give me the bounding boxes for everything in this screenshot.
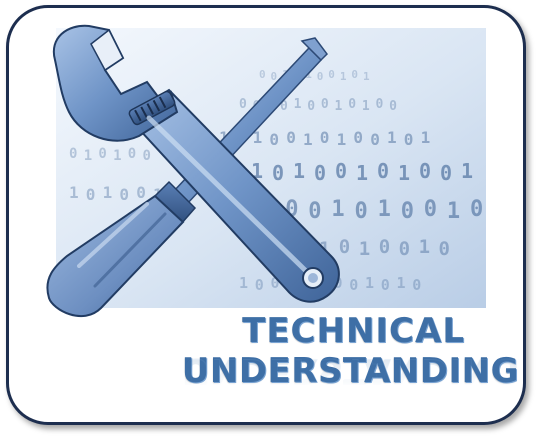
binary-digit: 1 xyxy=(294,97,302,112)
binary-digit: 0 xyxy=(69,146,77,162)
binary-digit: 1 xyxy=(69,183,79,202)
binary-digit: 0 xyxy=(320,128,330,147)
binary-digit: 1 xyxy=(461,159,473,183)
binary-digit: 0 xyxy=(349,276,358,294)
binary-digit: 1 xyxy=(340,70,347,83)
binary-digit: 0 xyxy=(314,161,326,185)
binary-digit: 0 xyxy=(317,70,324,83)
binary-digit: 0 xyxy=(379,236,390,258)
binary-digit: 0 xyxy=(98,146,106,162)
binary-digit: 0 xyxy=(280,99,288,114)
binary-digit: 0 xyxy=(339,236,350,258)
binary-digit: 0 xyxy=(259,68,266,81)
binary-digit: 0 xyxy=(335,159,347,183)
binary-digit: 1 xyxy=(365,274,374,292)
binary-digit: 0 xyxy=(348,97,356,112)
framed-card: 0010100101001010010100101001010010100101… xyxy=(6,5,526,425)
binary-digit: 0 xyxy=(307,99,315,114)
binary-digit: 1 xyxy=(331,197,344,222)
binary-digit: 1 xyxy=(359,238,370,260)
binary-digit: 0 xyxy=(376,97,384,112)
caption-text-technical: TECHNICAL xyxy=(242,311,465,351)
binary-digit: 1 xyxy=(253,128,263,147)
caption: TECHNICAL UNDERSTANDING UNDERSTANDING xyxy=(169,314,519,391)
binary-digit: 0 xyxy=(440,161,452,185)
binary-digit: 0 xyxy=(136,183,146,202)
binary-digit: 0 xyxy=(353,128,363,147)
binary-digit: 1 xyxy=(447,199,460,224)
binary-digit: 1 xyxy=(362,99,370,114)
caption-line-understanding: UNDERSTANDING UNDERSTANDING xyxy=(169,351,519,391)
binary-digit: 0 xyxy=(308,199,321,224)
binary-digit: 0 xyxy=(389,99,397,114)
binary-digit: 0 xyxy=(381,276,390,294)
binary-digit: 1 xyxy=(337,130,347,149)
binary-digit: 1 xyxy=(363,70,370,83)
binary-digit: 1 xyxy=(305,68,312,81)
binary-digit: 0 xyxy=(399,238,410,260)
caption-text-understanding: UNDERSTANDING xyxy=(181,351,519,391)
binary-digit: 0 xyxy=(143,148,151,164)
binary-digit: 0 xyxy=(424,197,437,222)
binary-digit: 0 xyxy=(239,97,247,112)
binary-digit: 1 xyxy=(387,128,397,147)
caption-line-technical: TECHNICAL xyxy=(169,314,519,348)
binary-digit: 1 xyxy=(113,148,121,164)
binary-digit: 0 xyxy=(377,159,389,183)
binary-digit: 1 xyxy=(397,274,406,292)
binary-digit: 0 xyxy=(86,185,96,204)
binary-digit: 0 xyxy=(401,199,414,224)
binary-digit: 1 xyxy=(84,148,92,164)
binary-digit: 1 xyxy=(419,236,430,258)
binary-digit: 0 xyxy=(271,274,280,292)
binary-digit: 0 xyxy=(269,130,279,149)
wrench-icon xyxy=(52,24,340,303)
binary-digit: 1 xyxy=(356,161,368,185)
binary-digit: 0 xyxy=(355,199,368,224)
binary-digit: 1 xyxy=(398,161,410,185)
binary-digit: 1 xyxy=(239,274,248,292)
binary-digit: 0 xyxy=(439,238,450,260)
binary-digit: 0 xyxy=(128,146,136,162)
binary-digit: 1 xyxy=(335,99,343,114)
binary-digit: 0 xyxy=(255,276,264,294)
binary-digit: 0 xyxy=(404,130,414,149)
binary-digit: 1 xyxy=(303,130,313,149)
binary-digit: 1 xyxy=(103,183,113,202)
binary-digit: 0 xyxy=(272,161,284,185)
binary-digit: 0 xyxy=(119,185,129,204)
binary-digit: 0 xyxy=(321,97,329,112)
binary-digit: 0 xyxy=(419,159,431,183)
binary-digit: 0 xyxy=(271,70,278,83)
tools-illustration: 0010100101001010010100101001010010100101… xyxy=(46,24,486,318)
binary-digit: 0 xyxy=(286,128,296,147)
binary-digit: 0 xyxy=(470,197,483,222)
binary-digit: 0 xyxy=(328,68,335,81)
binary-digit: 1 xyxy=(293,159,305,183)
binary-digit: 1 xyxy=(421,128,431,147)
binary-digit: 1 xyxy=(378,197,391,222)
binary-digit: 0 xyxy=(412,276,421,294)
binary-digit: 0 xyxy=(351,68,358,81)
binary-digit: 0 xyxy=(370,130,380,149)
